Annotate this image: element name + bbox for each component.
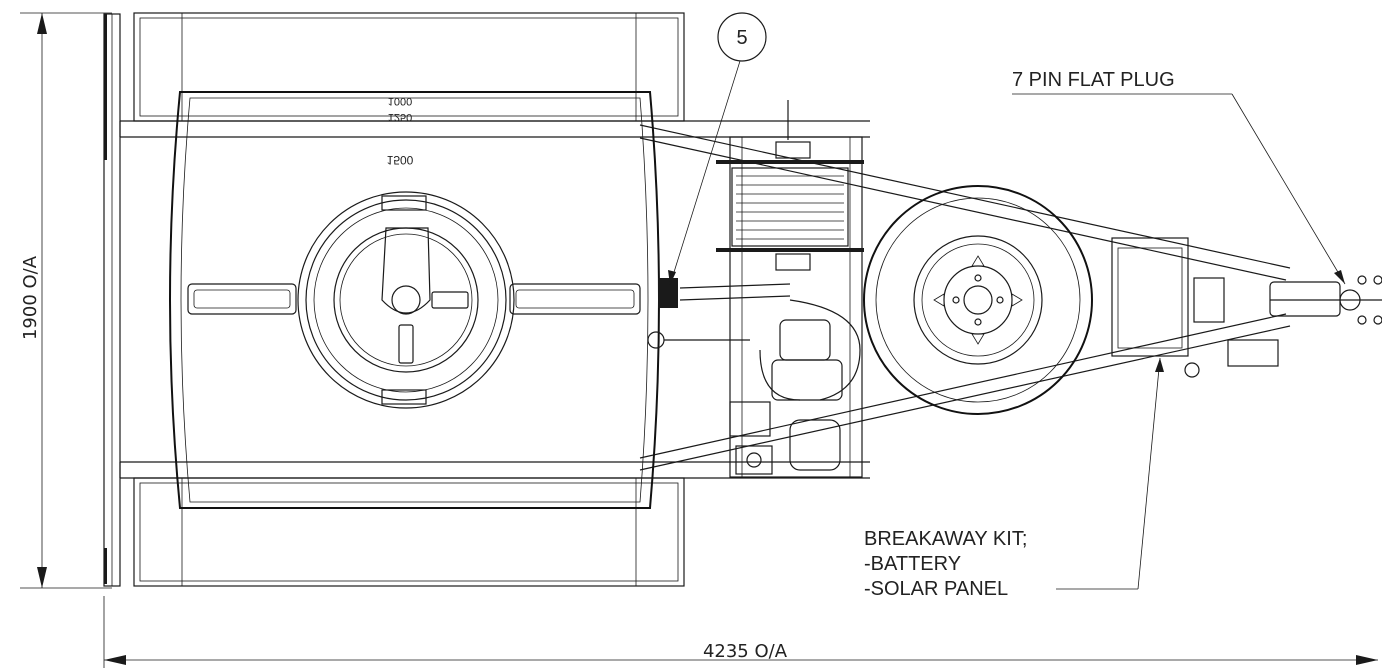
water-tank: 1500 1250 1000 [169, 91, 660, 509]
length-dimension-label: 4235 O/A [703, 641, 788, 662]
tank-volume-mark-1500: 1500 [387, 153, 414, 167]
rear-bumper [103, 13, 121, 587]
pump-assembly [647, 278, 861, 475]
breakaway-box [1111, 237, 1279, 378]
item-balloon-number: 5 [736, 27, 747, 49]
plug-label: 7 PIN FLAT PLUG [1012, 69, 1175, 91]
tow-coupling [1269, 275, 1382, 325]
breakaway-label-line2: -BATTERY [864, 553, 961, 575]
breakaway-callout: BREAKAWAY KIT; -BATTERY -SOLAR PANEL [864, 357, 1164, 600]
width-dimension: 1900 O/A [20, 12, 112, 589]
tank-volume-mark-1000: 1000 [388, 95, 412, 107]
width-dimension-label: 1900 O/A [20, 255, 41, 340]
length-dimension: 4235 O/A [103, 596, 1378, 668]
spare-wheel [863, 185, 1093, 415]
item-balloon: 5 [668, 12, 767, 286]
tank-lid [297, 191, 515, 409]
plug-callout: 7 PIN FLAT PLUG [1012, 69, 1346, 285]
tank-volume-mark-1250: 1250 [388, 111, 412, 123]
breakaway-label-line1: BREAKAWAY KIT; [864, 528, 1027, 550]
breakaway-label-line3: -SOLAR PANEL [864, 578, 1008, 600]
mudguard-bottom [133, 477, 685, 587]
pump-frame [729, 136, 863, 478]
hose-reel [716, 100, 864, 271]
